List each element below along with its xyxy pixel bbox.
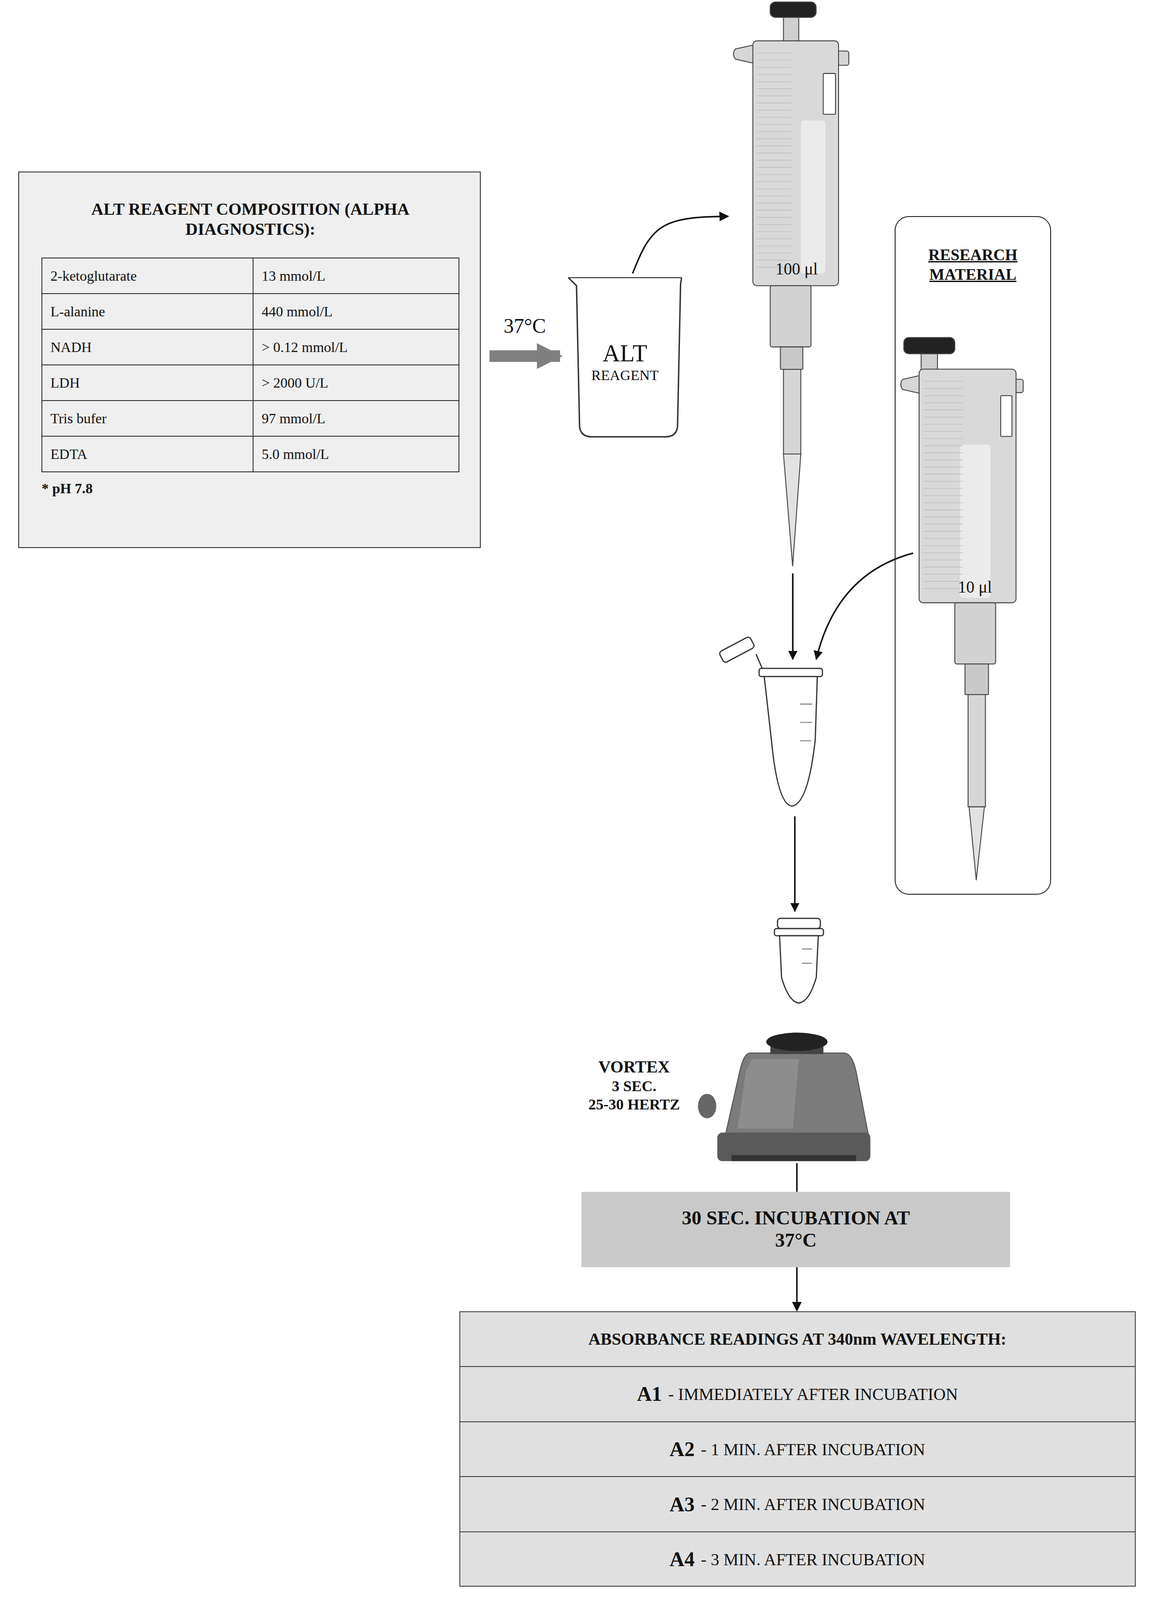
reading-id: A3 [669, 1492, 695, 1517]
node-text: RESEARCH MATERIAL [895, 245, 1050, 284]
pipette-highlight [801, 120, 826, 274]
node-text: ALT [566, 340, 684, 367]
reading-time: - IMMEDIATELY AFTER INCUBATION [668, 1384, 958, 1404]
reagent-name: LDH [42, 365, 254, 402]
node-text: ABSORBANCE READINGS AT 340nm WAVELENGTH: [460, 1312, 1135, 1367]
node-text: ALT REAGENT COMPOSITION (ALPHA DIAGNOSTI… [76, 199, 425, 240]
tube-hinge [756, 654, 763, 669]
tube-graduation [802, 949, 813, 964]
reading-time: - 2 MIN. AFTER INCUBATION [700, 1494, 926, 1515]
tube-lid [718, 636, 756, 664]
node-text: 10 μl [957, 578, 992, 597]
reading-time: - 1 MIN. AFTER INCUBATION [700, 1439, 926, 1460]
pipette-body [752, 40, 839, 287]
pipette-tip [783, 454, 802, 567]
node-outline [729, 0, 852, 568]
reagent-concentration: 97 mmol/L [253, 401, 459, 437]
reagent-name: NADH [42, 329, 254, 366]
pipette-tip [969, 806, 985, 881]
connector [632, 216, 729, 274]
tube-rim [759, 668, 823, 677]
pipette-button [770, 2, 817, 18]
incubation-box: 30 SEC. INCUBATION AT 37°C [581, 1191, 1011, 1268]
node-text: 30 SEC. INCUBATION AT 37°C [675, 1207, 917, 1253]
composition-table: 2-ketoglutarate13 mmol/LL-alanine440 mmo… [41, 257, 459, 473]
transfer-arrow [816, 552, 914, 659]
pipette-grip [757, 53, 792, 268]
pipette-plunger [921, 353, 938, 371]
heating-arrow [489, 350, 561, 362]
reading-time: - 3 MIN. AFTER INCUBATION [700, 1549, 926, 1570]
pipette-button [904, 337, 956, 355]
readings-table: A1 - IMMEDIATELY AFTER INCUBATION A2- 1 MI… [459, 1311, 1136, 1587]
pipette-neck [780, 347, 803, 370]
edge-label: 37°C [503, 315, 546, 338]
node-text: * pH 7.8 [41, 480, 459, 497]
node-text: 100 μl [775, 260, 818, 279]
reagent-concentration: 440 mmol/L [253, 294, 459, 330]
tube-rim [774, 928, 824, 936]
pipette: 100 μl [729, 0, 852, 568]
pipette-highlight [960, 444, 991, 598]
vortex-body [725, 1052, 869, 1135]
pipette-neck [770, 285, 812, 347]
transfer-arrow [793, 816, 796, 912]
pipette-shaft [783, 369, 802, 455]
reagent-concentration: > 0.12 mmol/L [253, 329, 459, 366]
connector [796, 1163, 798, 1192]
research-material-box: 10 μl RESEARCH MATERIAL [894, 216, 1051, 895]
pipette-finger-hook [900, 375, 922, 394]
pipette-body [919, 369, 1017, 603]
node-outline [898, 332, 1027, 884]
reagent-name: L-alanine [42, 294, 254, 330]
node-text: 3 SEC. [570, 1077, 698, 1096]
reading-row: A4- 3 MIN. AFTER INCUBATION [460, 1531, 1135, 1587]
tube-body [779, 935, 819, 1003]
connector [796, 1267, 798, 1311]
pipette-finger-hook [733, 45, 755, 64]
tube-graduation [799, 703, 812, 741]
reading-row: A3- 2 MIN. AFTER INCUBATION [460, 1476, 1135, 1532]
pipette-grip [923, 381, 963, 589]
vortex-highlight [737, 1059, 799, 1129]
reagent-concentration: 13 mmol/L [253, 258, 459, 295]
reagent-name: EDTA [42, 436, 254, 473]
reading-row: A1 - IMMEDIATELY AFTER INCUBATION [460, 1366, 1135, 1422]
node-text: VORTEX [570, 1056, 698, 1078]
transfer-arrow [792, 573, 794, 659]
reading-id: A2 [669, 1437, 695, 1461]
pipette-plunger [783, 16, 799, 42]
pipette: 10 μl [898, 332, 1027, 884]
pipette-shaft [968, 694, 986, 807]
vortex-base [717, 1132, 871, 1162]
vortex-foot [731, 1154, 856, 1162]
reagent-panel: ALT REAGENT COMPOSITION (ALPHA DIAGNOSTI… [18, 171, 481, 549]
beaker-rim [568, 277, 682, 279]
tube-lid [777, 918, 821, 929]
reagent-name: 2-ketoglutarate [42, 258, 254, 295]
reagent-concentration: 5.0 mmol/L [253, 436, 459, 473]
pipette-neck [954, 602, 996, 664]
node-text: 25-30 HERTZ [570, 1095, 698, 1114]
vortex-cup [766, 1032, 828, 1051]
reagent-name: Tris bufer [42, 401, 254, 437]
pipette-neck [965, 663, 989, 695]
reagent-beaker: ALTREAGENT [566, 273, 684, 439]
vortex-mixer: VORTEX3 SEC.25-30 HERTZ [566, 1030, 873, 1164]
node-text: REAGENT [566, 366, 684, 385]
reagent-concentration: > 2000 U/L [253, 365, 459, 402]
tube-body [764, 676, 818, 807]
vortex-knob [697, 1093, 717, 1119]
reading-id: A1 [636, 1382, 662, 1406]
pipette-display [823, 73, 836, 115]
reading-id: A4 [669, 1547, 695, 1572]
pipette-display [1000, 395, 1012, 437]
reading-row: A2- 1 MIN. AFTER INCUBATION [460, 1421, 1135, 1477]
